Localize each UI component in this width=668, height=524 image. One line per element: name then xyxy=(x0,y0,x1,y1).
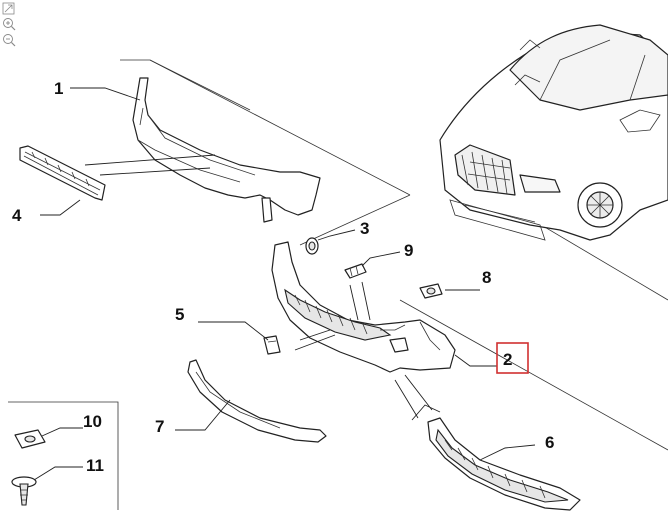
svg-text:3: 3 xyxy=(360,219,369,238)
svg-text:6: 6 xyxy=(545,433,554,452)
part-11-screw xyxy=(11,476,37,506)
callout-7: 7 xyxy=(155,417,164,436)
callout-9: 9 xyxy=(404,241,413,260)
zoom-out-icon[interactable] xyxy=(3,34,16,47)
part-2-bumper-cover xyxy=(271,241,456,373)
part-8-plate xyxy=(419,283,443,299)
svg-text:9: 9 xyxy=(404,241,413,260)
part-10-clip-nut xyxy=(14,429,46,449)
svg-text:5: 5 xyxy=(175,305,184,324)
svg-text:7: 7 xyxy=(155,417,164,436)
part-3-clip xyxy=(305,237,319,255)
vehicle-illustration xyxy=(439,24,668,241)
svg-text:10: 10 xyxy=(83,412,102,431)
svg-text:4: 4 xyxy=(12,206,22,225)
callout-11: 11 xyxy=(86,456,104,475)
callout-2-highlight-box xyxy=(496,342,529,374)
part-6-lower-grille xyxy=(427,417,581,511)
svg-text:2: 2 xyxy=(503,350,512,369)
part-5-clip-bracket xyxy=(263,335,281,355)
svg-text:1: 1 xyxy=(54,79,63,98)
leader-lines xyxy=(33,87,536,481)
callout-6: 6 xyxy=(545,433,554,452)
fit-view-icon[interactable] xyxy=(2,2,15,15)
callout-1: 1 xyxy=(54,79,63,98)
callout-5: 5 xyxy=(175,305,184,324)
callout-8: 8 xyxy=(482,268,491,287)
callout-10: 10 xyxy=(83,412,102,431)
zoom-in-icon[interactable] xyxy=(3,18,16,31)
svg-text:11: 11 xyxy=(86,456,104,475)
part-1-upper-beam xyxy=(132,77,321,223)
svg-text:8: 8 xyxy=(482,268,491,287)
part-4-grille-strip xyxy=(19,145,106,201)
part-7-lower-strip xyxy=(187,359,327,443)
part-9-bracket xyxy=(344,263,367,279)
callout-3: 3 xyxy=(360,219,369,238)
callout-2[interactable]: 2 xyxy=(496,342,529,374)
callout-4: 4 xyxy=(12,206,22,225)
